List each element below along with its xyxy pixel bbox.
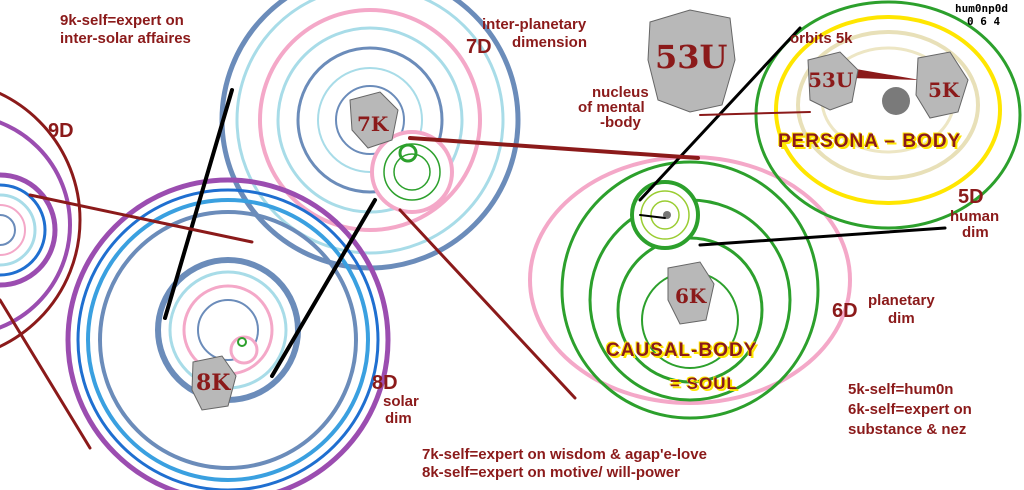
note-6k-self-line2: substance & nez [848,421,967,438]
dim-label-5d: 5D [958,186,984,208]
note-5k-self: 5k-self=hum0n [848,381,954,398]
note-7k-self: 7k-self=expert on wisdom & agap'e-love [422,446,707,463]
causal-body-label: CAUSAL-BODY [606,340,758,361]
note-solar-dim-line1: solar [383,393,419,410]
rings-9d [0,91,82,349]
rings-6d [528,155,852,420]
persona-body-label: PERSONA – BODY [778,131,962,152]
dim-label-7d: 7D [466,36,492,58]
note-nucleus-line2: of mental [578,99,645,116]
note-interplanetary-line2: dimension [512,34,588,51]
note-orbits: orbits 5k [790,30,853,47]
connector-lines [0,26,947,450]
note-9k-self-line2: inter-solar affaires [60,30,191,47]
node-7k: 7K [357,112,389,136]
note-planetary-dim-line2: dim [888,310,915,327]
node-53u-large: 53U [655,38,728,76]
corner-code-line2: 0 6 4 [967,15,1001,28]
note-8k-self: 8k-self=expert on motive/ will-power [422,464,680,481]
node-5k: 5K [928,78,960,102]
note-human-dim-line1: human [950,208,1000,225]
rings-8d [65,177,391,490]
note-planetary-dim-line1: planetary [868,292,935,309]
note-6k-self-line1: 6k-self=expert on [848,401,972,418]
dim-label-6d: 6D [832,300,858,322]
note-interplanetary-line1: inter-planetary [482,16,587,33]
node-53u-small: 53U [808,68,854,92]
note-human-dim-line2: dim [962,224,989,241]
node-8k: 8K [196,370,231,396]
soul-label: = SOUL [670,374,738,393]
dim-label-8d: 8D [372,372,398,394]
dim-label-9d: 9D [48,120,74,142]
node-6k: 6K [675,284,707,308]
note-nucleus-line1: nucleus [592,84,649,101]
node-blobs [191,9,969,411]
corner-code-line1: hum0np0d [955,2,1008,15]
note-nucleus-line3: -body [600,114,641,131]
note-solar-dim-line2: dim [385,410,412,427]
note-9k-self-line1: 9k-self=expert on [60,12,184,29]
